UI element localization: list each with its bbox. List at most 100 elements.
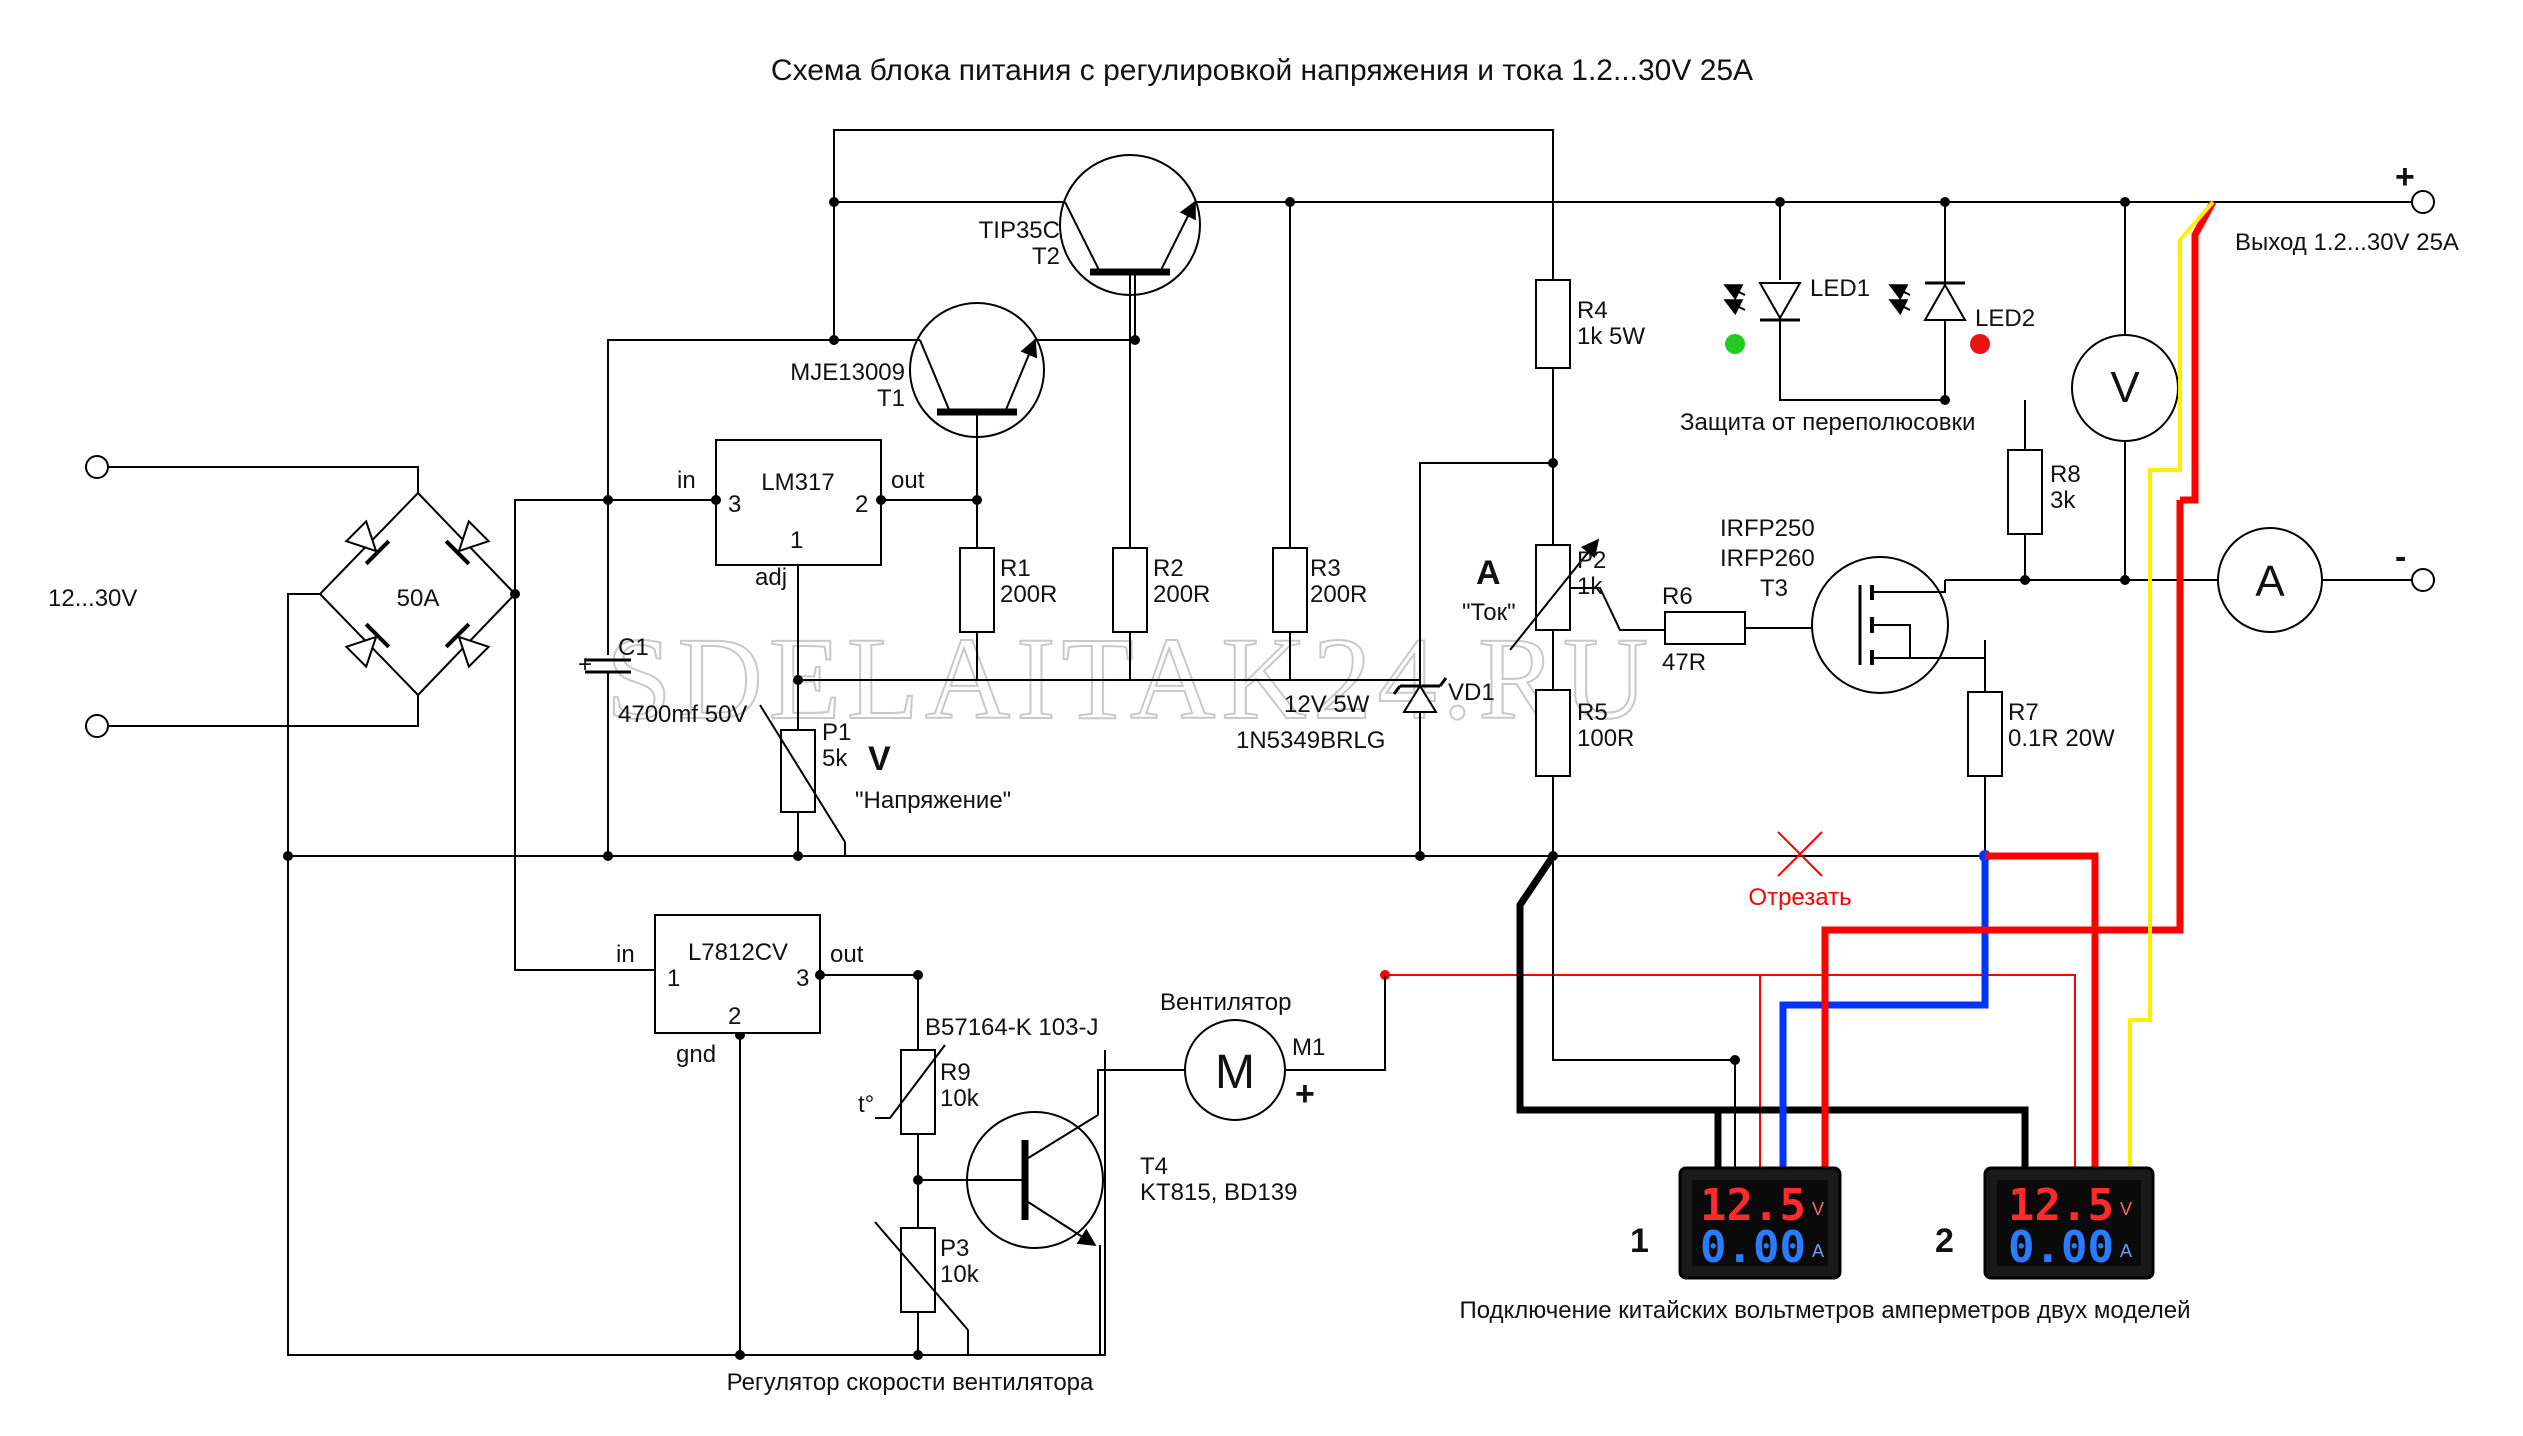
l7812-pin-in: 1 xyxy=(667,965,680,992)
input-voltage-label: 12...30V xyxy=(48,585,137,612)
l7812-out: out xyxy=(830,941,864,968)
output-label: Выход 1.2...30V 25A xyxy=(2235,229,2459,256)
t3-name1: IRFP250 xyxy=(1720,515,1815,542)
bridge-label: 50A xyxy=(397,585,440,612)
resistor-r3 xyxy=(1272,202,1308,680)
l7812-pin-gnd: 2 xyxy=(728,1003,741,1030)
lm317-in: in xyxy=(677,467,696,494)
resistor-r4 xyxy=(1535,130,1571,545)
diode-bridge xyxy=(283,491,520,861)
c1-plus: + xyxy=(578,651,592,678)
r8-value: 3k xyxy=(2050,487,2076,514)
r9-ref: R9 xyxy=(940,1059,971,1086)
meter1-bottom-unit: A xyxy=(1812,1241,1824,1261)
meter2-top-unit: V xyxy=(2120,1199,2132,1219)
meter-module-2: 12.5 0.00 V A xyxy=(1983,1166,2155,1280)
zener-vd1 xyxy=(1392,677,1448,856)
resistor-r6 xyxy=(1664,611,1820,645)
mosfet-t3 xyxy=(1811,556,2025,700)
m1-symbol: M xyxy=(1215,1046,1255,1099)
meter2-bottom-unit: A xyxy=(2120,1241,2132,1261)
r5-value: 100R xyxy=(1577,725,1634,752)
r1-ref: R1 xyxy=(1000,555,1031,582)
m1-plus: + xyxy=(1295,1075,1315,1113)
r2-ref: R2 xyxy=(1153,555,1184,582)
r3-ref: R3 xyxy=(1310,555,1341,582)
vd1-part: 1N5349BRLG xyxy=(1236,727,1385,754)
r7-ref: R7 xyxy=(2008,699,2039,726)
input-terminals xyxy=(85,455,419,738)
p1-caption: "Напряжение" xyxy=(855,787,1011,814)
r8-ref: R8 xyxy=(2050,461,2081,488)
p2-value: 1k xyxy=(1577,573,1603,600)
meter-module-1: 12.5 0.00 V A xyxy=(1678,1166,1842,1280)
r9-part: B57164-K 103-J xyxy=(925,1014,1098,1041)
r9-value: 10k xyxy=(940,1085,980,1112)
meter1-bottom-value: 0.00 xyxy=(1700,1222,1806,1273)
r6-ref: R6 xyxy=(1662,583,1693,610)
t1-ref: T1 xyxy=(877,385,905,412)
fan-regulator-caption: Регулятор скорости вентилятора xyxy=(727,1369,1094,1396)
lm317-pin-out: 2 xyxy=(855,491,868,518)
l7812-pin-out: 3 xyxy=(796,965,809,992)
transistor-t4 xyxy=(918,1069,1185,1355)
cut-mark xyxy=(1777,831,1823,877)
capacitor-c1 xyxy=(585,500,631,856)
lm317-name: LM317 xyxy=(761,469,834,496)
voltmeter-symbol: V xyxy=(2110,363,2140,412)
ammeter xyxy=(2217,527,2412,633)
t2-ref: T2 xyxy=(1032,243,1060,270)
p2-ref: P2 xyxy=(1577,547,1606,574)
p2-caption: "Ток" xyxy=(1462,599,1516,626)
resistor-r5 xyxy=(1535,689,1571,856)
r6-value: 47R xyxy=(1662,649,1706,676)
meter2-bottom-value: 0.00 xyxy=(2008,1222,2114,1273)
led1-ref: LED1 xyxy=(1810,275,1870,302)
lm317-adj: adj xyxy=(755,564,787,591)
r2-value: 200R xyxy=(1153,581,1210,608)
t1-name: MJE13009 xyxy=(790,359,905,386)
led1 xyxy=(1723,202,1945,401)
t3-ref: T3 xyxy=(1760,575,1788,602)
meters-caption: Подключение китайских вольтметров амперм… xyxy=(1459,1297,2190,1324)
p3-value: 10k xyxy=(940,1261,980,1288)
lm317-pin-in: 3 xyxy=(728,491,741,518)
led2-ref: LED2 xyxy=(1975,305,2035,332)
transistor-t1 xyxy=(834,272,1136,500)
lm317-out: out xyxy=(891,467,925,494)
l7812-gnd: gnd xyxy=(676,1041,716,1068)
resistor-r2 xyxy=(1112,340,1148,680)
r7-value: 0.1R 20W xyxy=(2008,725,2115,752)
resistor-r1 xyxy=(959,500,995,680)
meter1-number: 1 xyxy=(1630,1222,1649,1260)
c1-value: 4700mf 50V xyxy=(618,701,747,728)
p1-ref: P1 xyxy=(822,719,851,746)
ammeter-symbol: A xyxy=(2255,557,2285,606)
protection-label: Защита от переполюсовки xyxy=(1680,409,1975,436)
p1-value: 5k xyxy=(822,745,848,772)
l7812 xyxy=(654,914,918,1355)
m1-caption: Вентилятор xyxy=(1160,989,1291,1016)
potentiometer-p1 xyxy=(759,680,846,856)
diagram-title: Схема блока питания с регулировкой напря… xyxy=(771,54,1753,87)
vd1-value: 12V 5W xyxy=(1284,691,1370,718)
meter2-top-value: 12.5 xyxy=(2008,1180,2114,1231)
thermistor-r9 xyxy=(875,975,946,1228)
r1-value: 200R xyxy=(1000,581,1057,608)
output-minus: - xyxy=(2395,538,2406,576)
led1-green-dot xyxy=(1725,334,1745,354)
output-terminals xyxy=(2411,190,2435,592)
r4-value: 1k 5W xyxy=(1577,323,1645,350)
vd1-ref: VD1 xyxy=(1448,679,1495,706)
lm317-pin-adj: 1 xyxy=(790,527,803,554)
p3-ref: P3 xyxy=(940,1235,969,1262)
output-plus: + xyxy=(2395,158,2415,196)
lm317 xyxy=(711,439,977,680)
p2-mark: A xyxy=(1476,554,1501,592)
t4-value: KT815, BD139 xyxy=(1140,1179,1297,1206)
r5-ref: R5 xyxy=(1577,699,1608,726)
l7812-name: L7812CV xyxy=(688,939,788,966)
potentiometer-p3 xyxy=(874,1221,969,1355)
potentiometer-p2 xyxy=(1419,462,1665,690)
